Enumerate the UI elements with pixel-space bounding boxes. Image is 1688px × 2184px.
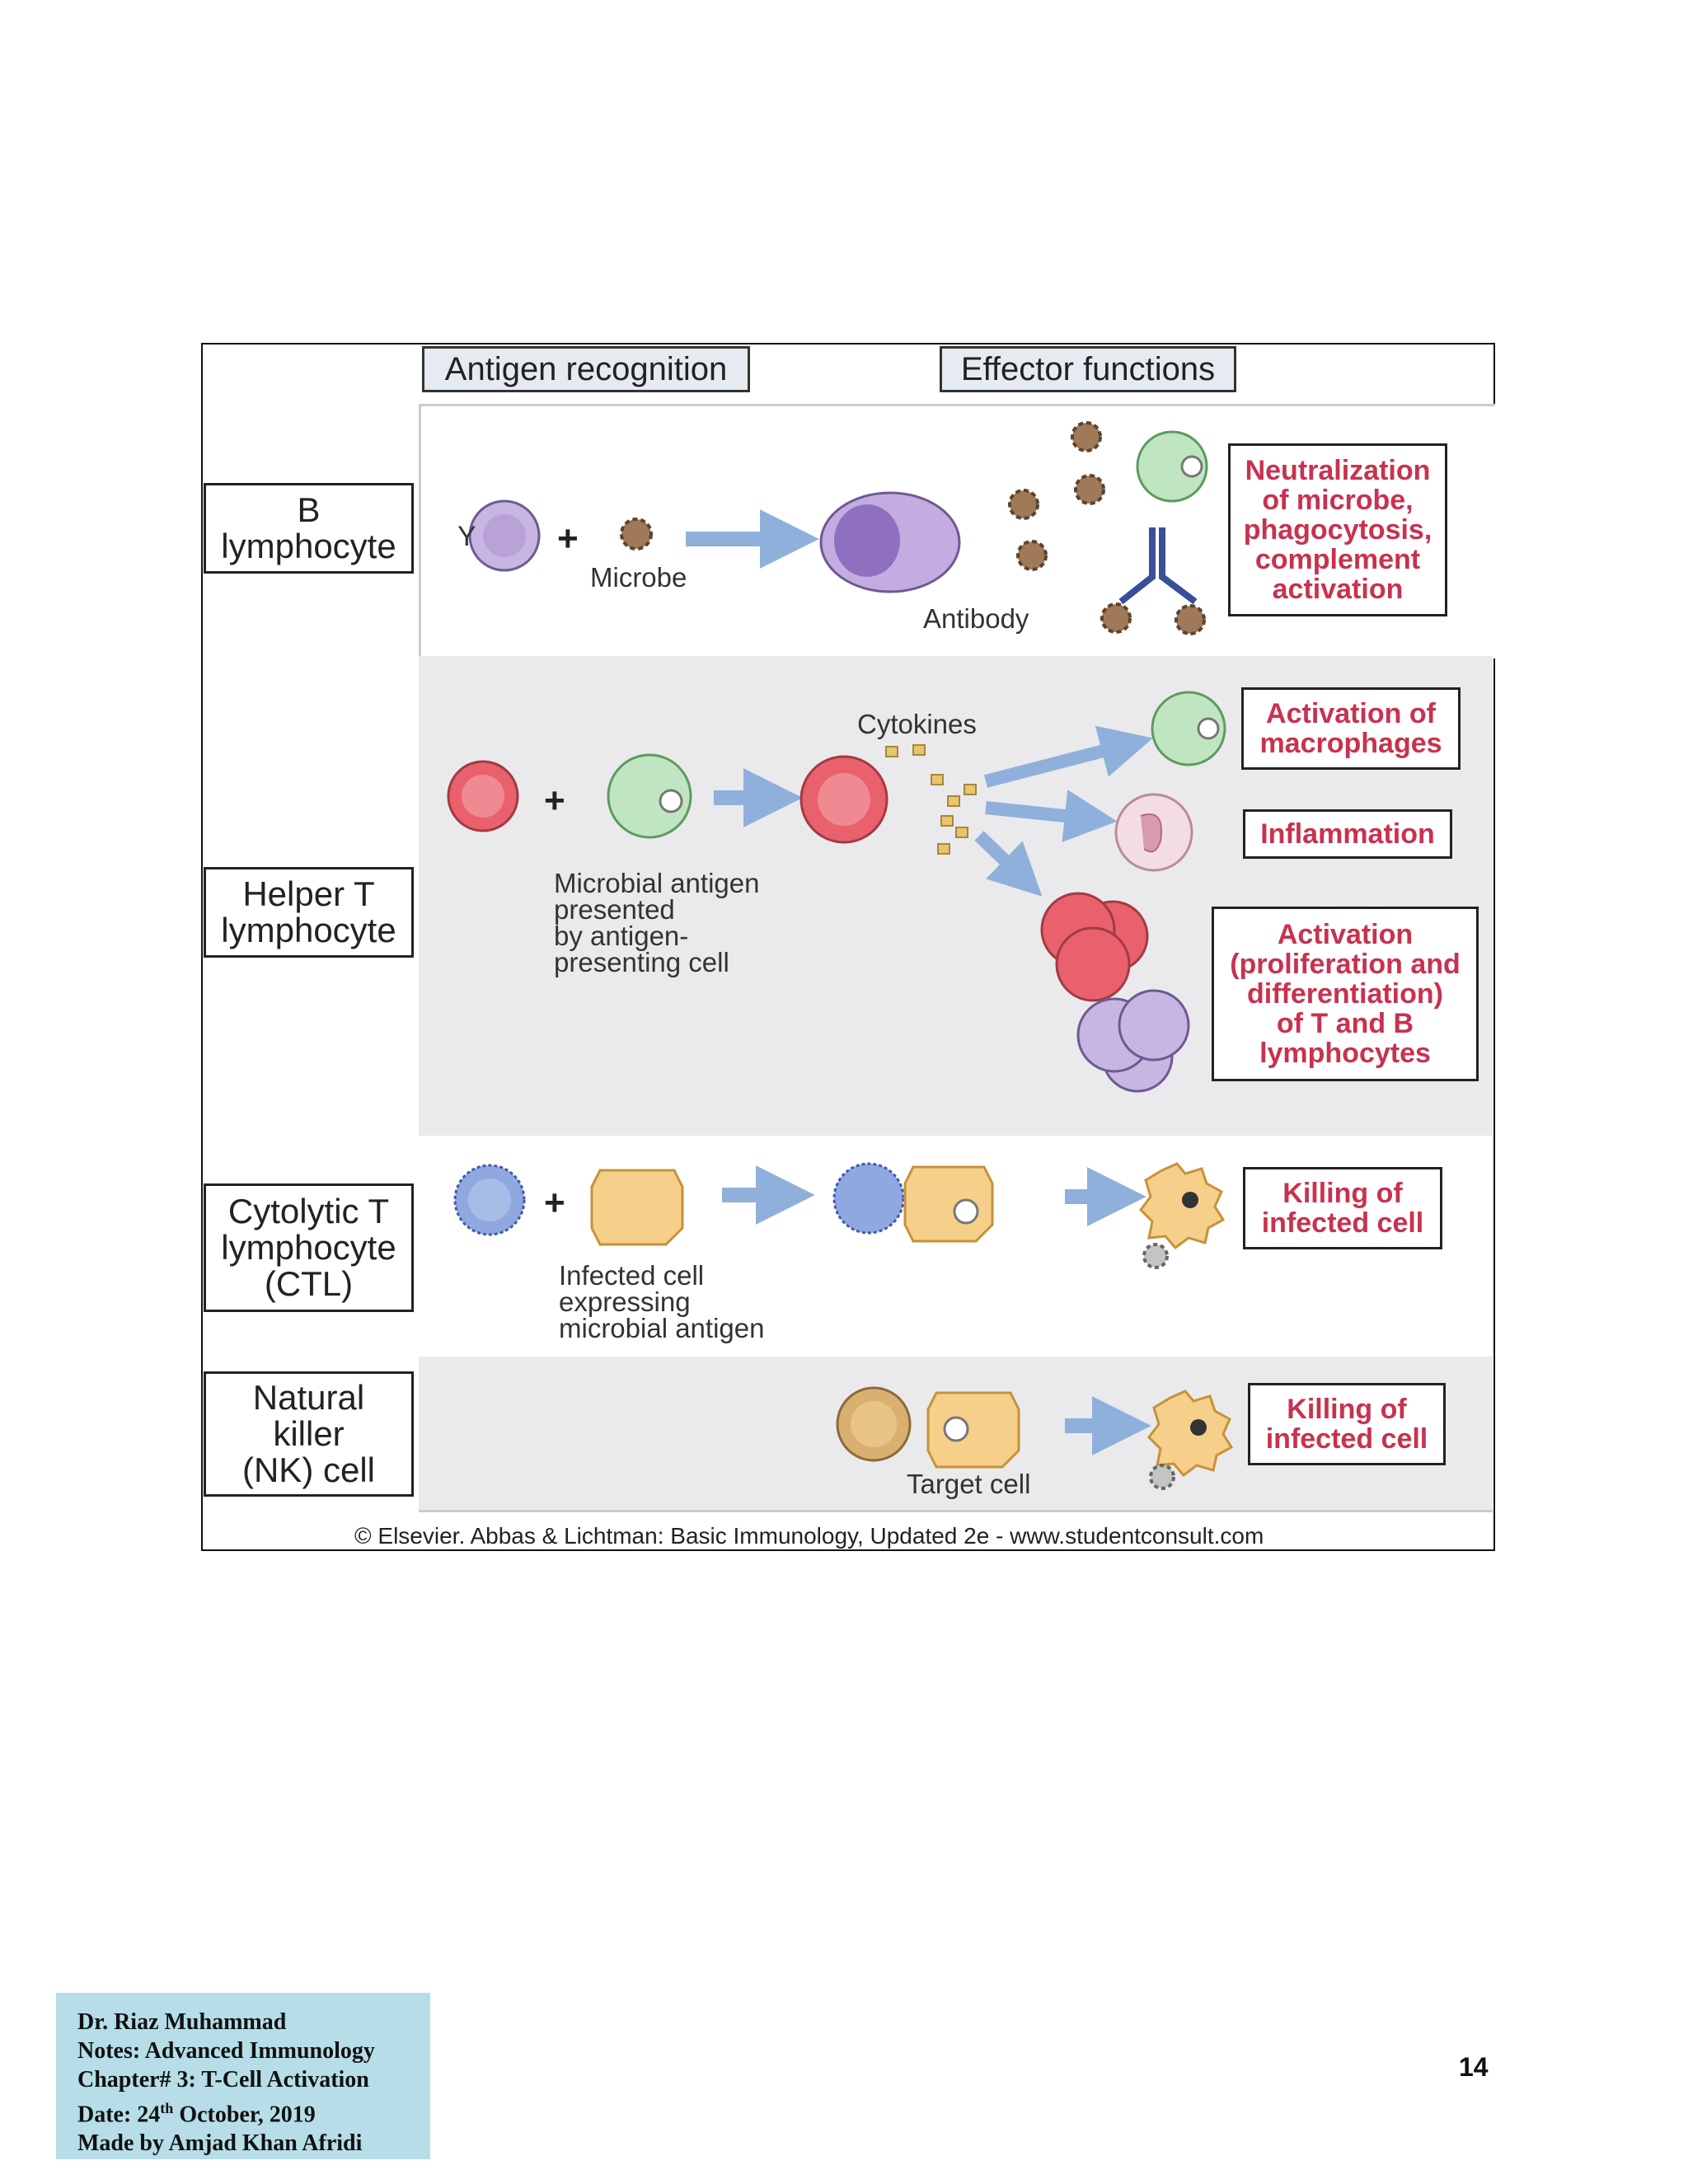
function-line: (proliferation and bbox=[1230, 949, 1461, 980]
macrophage-icon bbox=[1136, 430, 1208, 503]
row-label-line: lymphocyte bbox=[221, 911, 396, 949]
author-footer: Dr. Riaz Muhammad Notes: Advanced Immuno… bbox=[56, 1993, 430, 2159]
caption-line: microbial antigen bbox=[559, 1313, 765, 1343]
antigen-presenting-cell-icon bbox=[607, 753, 692, 839]
footer-line: Dr. Riaz Muhammad bbox=[77, 2009, 287, 2035]
function-line: of microbe, bbox=[1262, 485, 1414, 516]
footer-date-sup: th bbox=[160, 2100, 174, 2116]
function-line: phagocytosis, bbox=[1243, 514, 1432, 546]
killed-target-cell-icon bbox=[1147, 1390, 1234, 1490]
target-cell-label: Target cell bbox=[907, 1469, 1031, 1499]
target-cell-icon bbox=[926, 1391, 1020, 1469]
row-label-helper-t: Helper T lymphocyte bbox=[204, 867, 414, 958]
function-line: of T and B bbox=[1276, 1008, 1414, 1039]
caption-line: Infected cell bbox=[559, 1260, 705, 1291]
function-line: Killing of bbox=[1287, 1394, 1407, 1425]
function-line: activation bbox=[1272, 574, 1404, 605]
plus-sign: + bbox=[544, 1183, 565, 1223]
function-box-activation-macrophages: Activation of macrophages bbox=[1241, 687, 1461, 770]
function-line: lymphocytes bbox=[1259, 1038, 1431, 1069]
footer-line: Made by Amjad Khan Afridi bbox=[77, 2130, 363, 2157]
figure-credit: © Elsevier. Abbas & Lichtman: Basic Immu… bbox=[354, 1523, 1264, 1549]
function-box-neutralization: Neutralization of microbe, phagocytosis,… bbox=[1228, 443, 1447, 616]
arrow bbox=[983, 725, 1153, 788]
plus-sign: + bbox=[544, 780, 565, 821]
footer-line: Chapter# 3: T-Cell Activation bbox=[77, 2067, 369, 2093]
infected-cell-caption: Infected cell expressing microbial antig… bbox=[559, 1260, 765, 1343]
caption-line: presenting cell bbox=[554, 947, 729, 977]
nk-cell-icon bbox=[836, 1386, 912, 1462]
microbial-antigen-caption: Microbial antigen presented by antigen- … bbox=[554, 868, 760, 977]
function-box-activation-lymphocytes: Activation (proliferation and differenti… bbox=[1212, 907, 1479, 1081]
row-label-line: Cytolytic T bbox=[227, 1192, 390, 1230]
arrow bbox=[974, 831, 1043, 897]
page-number: 14 bbox=[1459, 2052, 1489, 2082]
row-label-line: lymphocyte bbox=[221, 527, 396, 565]
antibody-label: Antibody bbox=[923, 603, 1029, 634]
inflammation-cell-icon bbox=[1114, 793, 1193, 872]
plus-sign: + bbox=[557, 518, 579, 559]
header-effector-functions: Effector functions bbox=[940, 346, 1236, 392]
footer-date-prefix: Date: 24 bbox=[77, 2102, 161, 2128]
caption-line: by antigen- bbox=[554, 921, 689, 951]
row-label-b-lymphocyte: B lymphocyte bbox=[204, 483, 414, 574]
microbe-label: Microbe bbox=[590, 562, 687, 593]
footer-date-suffix: October, 2019 bbox=[173, 2102, 316, 2128]
activated-macrophage-icon bbox=[1151, 691, 1226, 766]
footer-line: Notes: Advanced Immunology bbox=[77, 2038, 375, 2064]
row-label-line: killer bbox=[273, 1414, 345, 1453]
b-cell-icon: Y bbox=[457, 499, 541, 572]
ctl-bound-infected-icon bbox=[832, 1162, 994, 1243]
arrow bbox=[985, 790, 1118, 842]
b-cells-proliferating-icon bbox=[1076, 989, 1190, 1093]
row-label-line: lymphocyte bbox=[221, 1228, 396, 1267]
caption-line: expressing bbox=[559, 1286, 691, 1317]
footer-date-line: Date: 24th October, 2019 bbox=[77, 2094, 430, 2129]
function-line: complement bbox=[1254, 544, 1421, 575]
function-box-inflammation: Inflammation bbox=[1243, 809, 1452, 859]
row-label-line: (NK) cell bbox=[241, 1451, 375, 1489]
antibody-microbes-icon bbox=[1008, 421, 1206, 635]
function-line: infected cell bbox=[1265, 1423, 1428, 1455]
function-box-killing-ctl: Killing of infected cell bbox=[1243, 1167, 1442, 1249]
function-line: Inflammation bbox=[1260, 818, 1435, 850]
killed-cell-icon bbox=[1139, 1162, 1226, 1269]
row-label-line: B bbox=[297, 490, 321, 529]
t-cells-proliferating-icon bbox=[1040, 892, 1149, 1002]
activated-t-cell-icon bbox=[799, 755, 889, 844]
microbe-icon bbox=[620, 518, 653, 551]
function-line: Activation bbox=[1277, 919, 1414, 950]
function-line: infected cell bbox=[1261, 1207, 1424, 1239]
ctl-cell-icon bbox=[453, 1164, 526, 1236]
header-antigen-recognition: Antigen recognition bbox=[422, 346, 750, 392]
row-label-ctl: Cytolytic T lymphocyte (CTL) bbox=[204, 1183, 414, 1312]
helper-t-cell-icon bbox=[447, 760, 519, 832]
function-line: differentiation) bbox=[1247, 978, 1443, 1010]
function-box-killing-nk: Killing of infected cell bbox=[1248, 1383, 1446, 1465]
function-line: Killing of bbox=[1282, 1178, 1403, 1209]
cytokines-icon bbox=[885, 744, 977, 855]
row-label-line: (CTL) bbox=[264, 1264, 354, 1303]
plasma-cell-icon bbox=[819, 491, 961, 593]
function-line: macrophages bbox=[1259, 728, 1442, 759]
function-line: Activation of bbox=[1266, 698, 1436, 729]
cytokines-label: Cytokines bbox=[857, 709, 977, 739]
row-label-line: Natural bbox=[252, 1378, 365, 1417]
caption-line: presented bbox=[554, 894, 675, 925]
row-label-line: Helper T bbox=[242, 874, 375, 913]
svg-text:Y: Y bbox=[457, 521, 476, 552]
antibody-icon bbox=[1118, 527, 1198, 605]
infected-cell-icon bbox=[590, 1169, 684, 1246]
caption-line: Microbial antigen bbox=[554, 868, 760, 898]
row-label-nk: Natural killer (NK) cell bbox=[204, 1371, 414, 1497]
function-line: Neutralization bbox=[1245, 455, 1431, 486]
